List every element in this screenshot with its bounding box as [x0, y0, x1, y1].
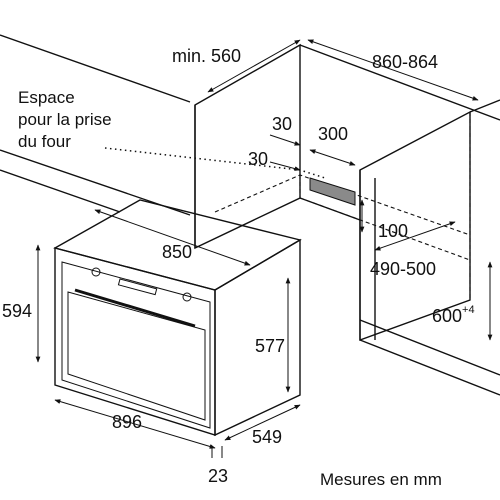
label-min-depth: min. 560 [172, 46, 241, 66]
label-front-thickness: 23 [208, 466, 228, 486]
label-oven-width: 896 [112, 412, 142, 432]
oven-handle [74, 288, 196, 328]
label-oven-depth: 549 [252, 427, 282, 447]
label-door-height: 577 [255, 336, 285, 356]
oven [53, 199, 302, 437]
oven-knob-left [91, 267, 101, 277]
oven-knob-right [182, 292, 192, 302]
label-oven-width-inner: 850 [162, 242, 192, 262]
label-socket-offset-side: 30 [248, 149, 268, 169]
cabinet-lines [0, 34, 500, 396]
socket-leader [104, 147, 326, 179]
label-socket-offset-top: 30 [272, 114, 292, 134]
label-niche-width: 860-864 [372, 52, 438, 72]
label-oven-height: 594 [2, 301, 32, 321]
label-niche-height: 490-500 [370, 259, 436, 279]
label-socket-width: 300 [318, 124, 348, 144]
label-niche-height-min: 600+4 [432, 304, 475, 326]
socket-area [309, 177, 356, 206]
oven-display [117, 278, 158, 296]
dimension-lines [35, 39, 493, 458]
label-socket-space-1: Espace [18, 88, 75, 107]
label-socket-space-3: du four [18, 132, 71, 151]
label-units-note: Mesures en mm [320, 470, 442, 489]
label-vent-depth: 100 [378, 221, 408, 241]
label-socket-space-2: pour la prise [18, 110, 112, 129]
